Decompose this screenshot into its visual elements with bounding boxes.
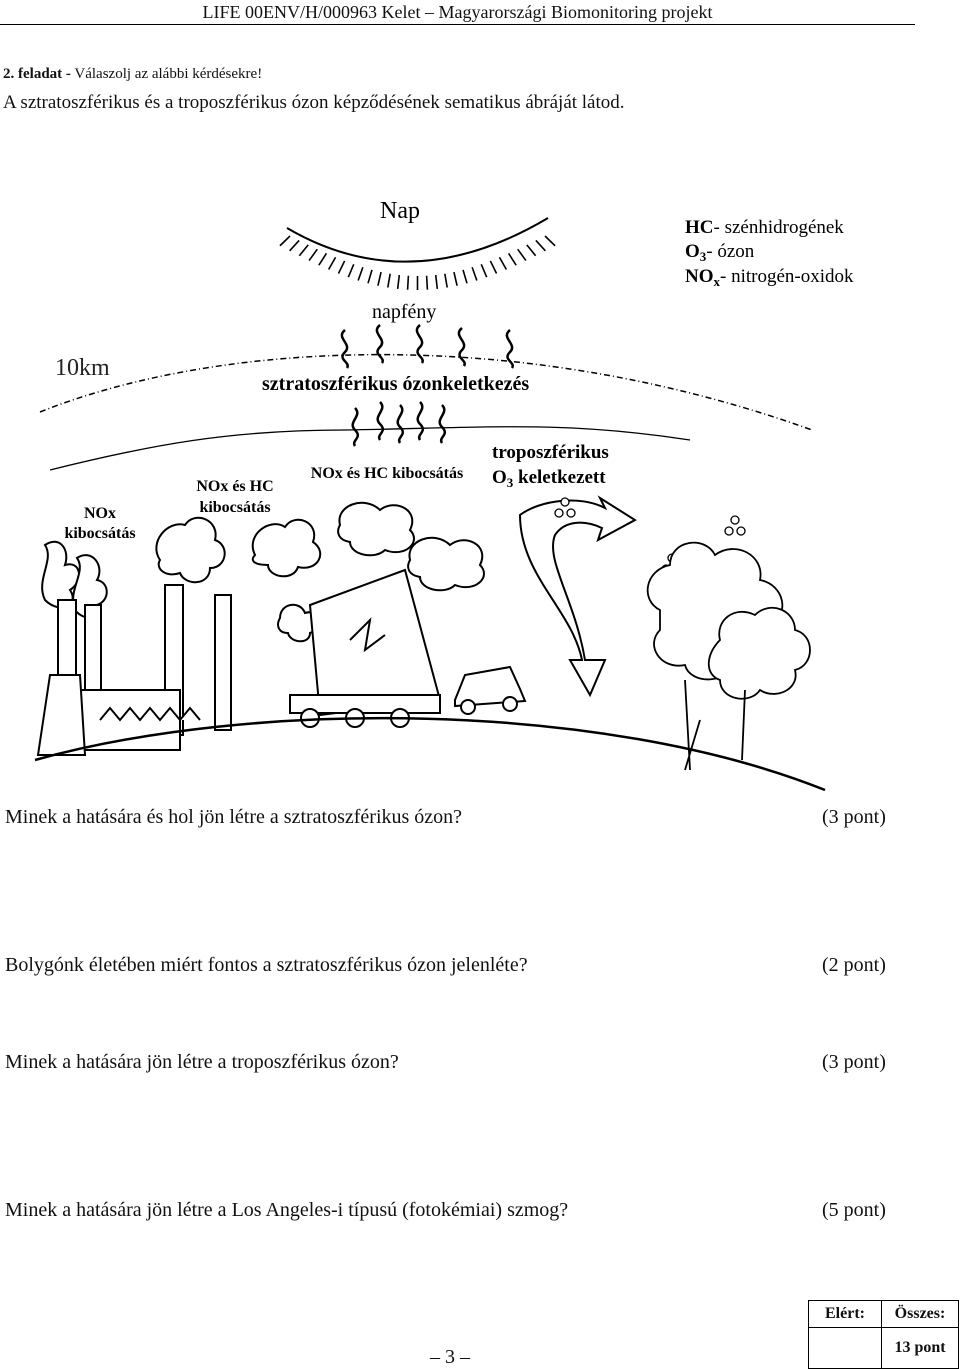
legend-nox: NOx- nitrogén-oxidok [685, 266, 854, 289]
score-table: Elért: Összes: 13 pont [808, 1300, 959, 1369]
tropo-squiggles [351, 401, 447, 447]
sun-ray [489, 260, 498, 274]
page-header-title: LIFE 00ENV/H/000963 Kelet – Magyarország… [202, 2, 713, 22]
emission-label-1a: NOx [84, 505, 116, 522]
troposphere-cloud-line [49, 426, 691, 471]
tropospheric-label-1: troposzférikus [492, 442, 609, 463]
ozone-formation-diagram: Nap napfény HC- szénhidrogének O3- ózon … [34, 198, 854, 792]
sun-ray [357, 267, 364, 281]
sun-ray [535, 239, 546, 252]
task-label: 2. feladat - [3, 66, 71, 82]
achieved-score-field[interactable] [808, 1327, 882, 1369]
sun-ray [498, 256, 508, 270]
question-2-points: (2 pont) [822, 954, 886, 976]
achieved-label: Elért: [808, 1300, 882, 1328]
task-instruction: Válaszolj az alábbi kérdésekre! [70, 66, 263, 82]
car [454, 665, 527, 715]
legend-hc: HC- szénhidrogének [685, 217, 844, 238]
sun-label: Nap [380, 198, 420, 224]
question-3: Minek a hatására jön létre a troposzféri… [5, 1051, 399, 1073]
header-divider [0, 24, 915, 25]
truck [289, 568, 442, 728]
sun-ray [517, 248, 527, 262]
sun-ray [507, 252, 517, 266]
sun-ray [347, 263, 355, 278]
tropospheric-label-2: O3 keletkezett [492, 467, 606, 490]
sun-ray [377, 271, 382, 286]
sun-ray [544, 235, 556, 247]
total-score: 13 pont [881, 1327, 959, 1369]
stratospheric-ozone-label: sztratoszférikus ózonkeletkezés [262, 373, 529, 395]
sun-ray [298, 244, 309, 257]
sun-ray [462, 269, 468, 284]
legend: HC- szénhidrogének O3- ózon NOx- nitrogé… [685, 217, 854, 289]
sun-ray [337, 260, 346, 274]
sun-ray [453, 271, 458, 286]
sun-ray [308, 248, 318, 262]
sun-ray [434, 274, 439, 289]
sun-ray [279, 235, 291, 247]
sun-ray [387, 273, 391, 288]
legend-o3: O3- ózon [685, 241, 755, 264]
question-4: Minek a hatására jön létre a Los Angeles… [5, 1199, 569, 1221]
sun-rays [279, 217, 556, 290]
trees [646, 541, 811, 771]
sun-ray [425, 275, 429, 290]
sun-ray [526, 244, 537, 257]
emission-label-1b: kibocsátás [64, 525, 135, 542]
emission-labels: NOx kibocsátás NOx és HC kibocsátás NOx … [64, 465, 463, 542]
question-2: Bolygónk életében miért fontos a sztrato… [5, 954, 528, 976]
sun-ray [396, 274, 401, 289]
sun-ray [289, 239, 300, 252]
question-4-points: (5 pont) [822, 1199, 886, 1221]
task-heading: 2. feladat - Válaszolj az alábbi kérdése… [3, 66, 262, 83]
emission-label-2a: NOx és HC [196, 478, 273, 495]
sun-ray [444, 273, 448, 288]
page-number: – 3 – [430, 1346, 470, 1368]
sun-ray [480, 263, 488, 278]
sunlight-squiggles [340, 324, 514, 369]
question-3-points: (3 pont) [822, 1051, 886, 1073]
emission-label-3: NOx és HC kibocsátás [311, 465, 463, 482]
sun-ray [367, 269, 373, 284]
earth-surface [34, 716, 826, 792]
stratosphere-boundary [39, 353, 813, 431]
sun-ray [406, 275, 410, 290]
sunlight-label: napfény [372, 301, 436, 323]
intro-text: A sztratoszférikus és a troposzférikus ó… [3, 92, 625, 113]
sun-ray [471, 267, 478, 281]
emission-label-2b: kibocsátás [199, 499, 270, 516]
sun-ray [318, 252, 328, 266]
sun-ray [327, 256, 337, 270]
question-1: Minek a hatására és hol jön létre a sztr… [5, 806, 463, 828]
question-1-points: (3 pont) [822, 806, 886, 828]
total-label: Összes: [881, 1300, 959, 1328]
ozone-descent-arrow [518, 495, 637, 698]
altitude-label: 10km [55, 355, 110, 381]
